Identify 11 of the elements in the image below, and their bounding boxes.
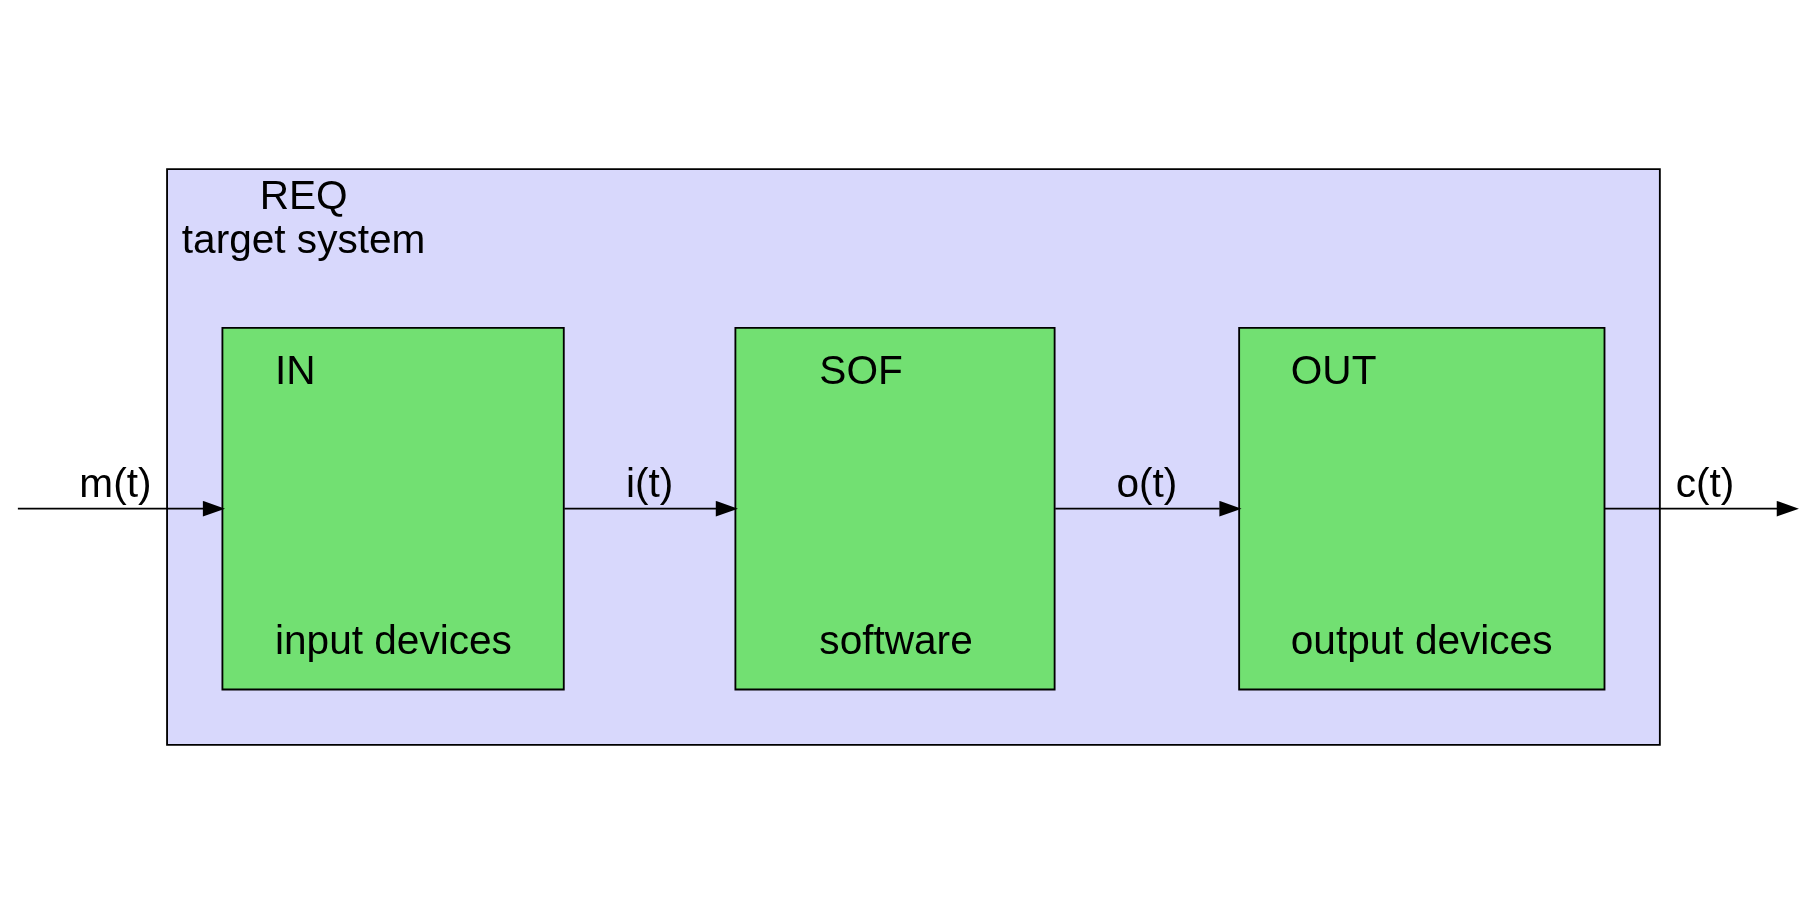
node-box: IN input devices [221,326,565,690]
node-box: OUT output devices [1238,326,1606,690]
arrow [563,500,738,516]
arrow [16,500,226,516]
arrow [1603,500,1799,516]
edge-label: o(t) [1116,459,1178,506]
edge-label: i(t) [625,459,674,506]
arrow [1054,500,1242,516]
edge-label: c(t) [1675,459,1735,506]
node-box: SOF software [734,326,1056,690]
edge-label: m(t) [79,459,152,506]
